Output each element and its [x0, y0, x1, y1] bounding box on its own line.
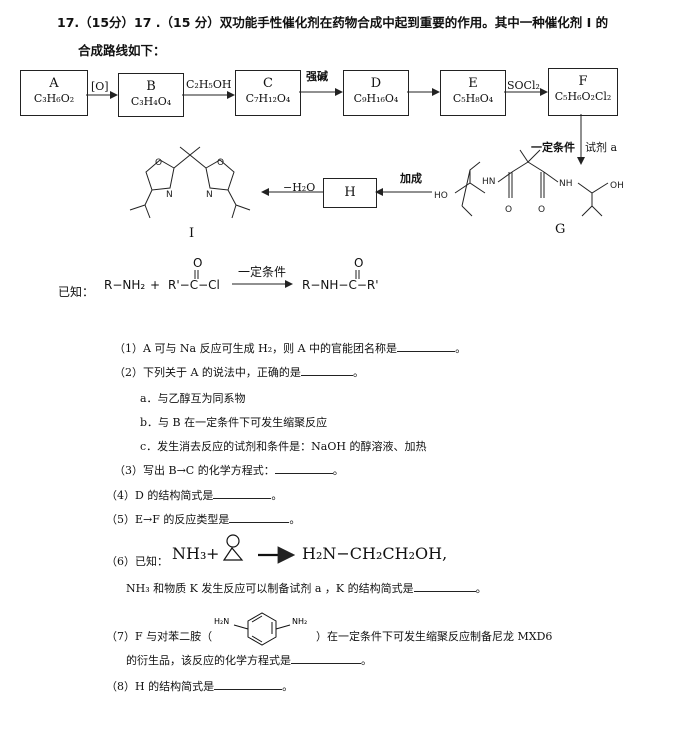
arrow-label-minus-water: −H₂O — [283, 181, 316, 194]
box-e-formula: C₅H₈O₄ — [452, 92, 494, 105]
q8-answer-blank[interactable] — [214, 678, 283, 690]
atom-ho: HO — [434, 191, 448, 201]
atom-o-right: O — [538, 205, 545, 215]
q6-plus: + — [206, 544, 220, 563]
q6-answer-blank[interactable] — [413, 580, 476, 592]
q6: NH₃ 和物质 K 发生反应可以制备试剂 a ，K 的结构简式是。 — [126, 580, 487, 595]
question-stem: 17.（15分）17 .（15 分）双功能手性催化剂在药物合成中起到重要的作用。… — [57, 15, 609, 30]
q4-answer-blank[interactable] — [213, 487, 272, 499]
arrow-label-condition: 一定条件 — [531, 141, 575, 154]
q5-answer-blank[interactable] — [229, 511, 290, 523]
atom-n-i-right: N — [206, 190, 213, 200]
known-product: R−NH−C−R' — [302, 278, 379, 292]
box-a: A C₃H₆O₂ — [20, 70, 88, 116]
q7-continued: ）在一定条件下可发生缩聚反应制备尼龙 MXD6 — [316, 630, 553, 643]
diamine-right-nh2: NH₂ — [292, 617, 307, 626]
box-h-label: H — [344, 185, 356, 200]
q8: （8）H 的结构简式是。 — [106, 678, 294, 693]
box-d-formula: C₉H₁₆O₄ — [353, 92, 399, 105]
arrow-label-reagent-a: 试剂 a — [585, 141, 618, 154]
atom-o-i-right: O — [217, 158, 224, 168]
q2-option-b: b．与 B 在一定条件下可发生缩聚反应 — [140, 416, 328, 429]
question-stem-line2: 合成路线如下： — [78, 43, 166, 58]
box-c: C C₇H₁₂O₄ — [235, 70, 301, 116]
q7: （7）F 与对苯二胺（ — [106, 630, 213, 643]
box-c-formula: C₇H₁₂O₄ — [245, 92, 291, 105]
compound-i-structure — [129, 146, 251, 219]
q2-option-c: c．发生消去反应的试剂和条件是：NaOH 的醇溶液、加热 — [140, 440, 427, 453]
q1: （1）A 可与 Na 反应可生成 H₂，则 A 中的官能团名称是。 — [114, 340, 467, 355]
compound-label-g: G — [555, 222, 566, 237]
box-a-label: A — [49, 76, 59, 91]
atom-o-i-left: O — [155, 158, 162, 168]
arrow-label-strong-base: 强碱 — [306, 70, 328, 83]
q6-known: （6）已知： — [106, 555, 168, 568]
q4: （4）D 的结构简式是。 — [106, 487, 283, 502]
atom-o-left: O — [505, 205, 512, 215]
known-condition: 一定条件 — [238, 264, 286, 279]
box-d-label: D — [370, 76, 382, 91]
arrow-label-oxidation: [O] — [91, 80, 109, 93]
arrow-label-socl2: SOCl₂ — [507, 79, 540, 92]
q1-answer-blank[interactable] — [397, 340, 456, 352]
arrow-label-ethanol: C₂H₅OH — [186, 78, 232, 91]
q2: （2）下列关于 A 的说法中，正确的是。 — [114, 364, 364, 379]
epoxide-oxygen — [226, 534, 240, 548]
box-f-label: F — [578, 74, 588, 89]
box-e: E C₅H₈O₄ — [440, 70, 506, 116]
known-o-reactant: O — [193, 256, 202, 270]
q5: （5）E→F 的反应类型是。 — [106, 511, 301, 526]
q2-answer-blank[interactable] — [300, 364, 353, 376]
atom-nh: NH — [559, 179, 573, 189]
known-amine: R−NH₂ — [104, 278, 145, 292]
box-f-formula: C₅H₆O₂Cl₂ — [554, 90, 612, 103]
box-c-label: C — [263, 76, 273, 91]
q7-answer-blank[interactable] — [291, 652, 361, 664]
atom-n-i-left: N — [166, 190, 173, 200]
q2-option-a: a．与乙醇互为同系物 — [140, 392, 246, 405]
q3-answer-blank[interactable] — [274, 462, 333, 474]
arrow-label-addition: 加成 — [400, 172, 422, 185]
known-prefix: 已知： — [58, 285, 94, 299]
box-b-label: B — [146, 79, 156, 94]
box-e-label: E — [468, 76, 478, 91]
q7-line2: 的衍生品，该反应的化学方程式是。 — [126, 652, 372, 667]
box-a-formula: C₃H₆O₂ — [33, 92, 75, 105]
diamine-left-nh2: H₂N — [214, 617, 229, 626]
box-b: B C₃H₄O₄ — [118, 73, 184, 117]
q6-product: H₂N−CH₂CH₂OH, — [302, 544, 448, 563]
atom-hn: HN — [482, 177, 496, 187]
box-f: F C₅H₆O₂Cl₂ — [548, 68, 618, 116]
box-b-formula: C₃H₄O₄ — [130, 95, 172, 108]
epoxide-ring — [222, 546, 244, 561]
q3: （3）写出 B→C 的化学方程式：。 — [114, 462, 344, 477]
compound-label-i: I — [189, 226, 195, 241]
box-d: D C₉H₁₆O₄ — [343, 70, 409, 116]
benzene-ring — [247, 612, 277, 646]
known-acyl-chloride: R'−C−Cl — [168, 278, 220, 292]
known-plus: + — [150, 278, 160, 292]
known-o-product: O — [354, 256, 363, 270]
q6-ammonia: NH₃ — [172, 544, 207, 563]
atom-oh: OH — [610, 181, 624, 191]
compound-g-structure — [454, 149, 609, 217]
